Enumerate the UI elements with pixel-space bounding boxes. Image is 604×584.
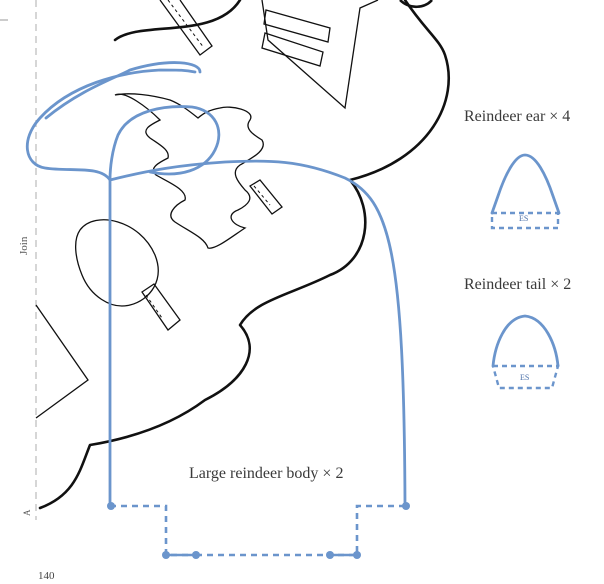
top-tab [159, 0, 213, 56]
ear-es-label: ES [519, 214, 529, 223]
body-piece-label: Large reindeer body × 2 [189, 465, 344, 482]
tree-trunk [249, 179, 283, 215]
ear-piece-es-seam [490, 211, 560, 230]
body-left-leg-seam [110, 504, 196, 557]
round-tree-trunk [141, 283, 181, 331]
wavy-tree [114, 93, 264, 249]
house-door [261, 32, 324, 67]
reindeer-antler-line [108, 105, 221, 182]
top-tab-stitch [167, 0, 205, 49]
seam-dot [402, 502, 410, 510]
edge-mark: A [22, 509, 32, 517]
reindeer-body-outline [25, 68, 407, 507]
ear-piece-label: Reindeer ear × 4 [464, 108, 571, 125]
round-tree-trunk-stitch [145, 294, 163, 319]
round-tree [75, 219, 159, 307]
tail-piece-label: Reindeer tail × 2 [464, 276, 572, 293]
tree-top-scallop [399, 0, 433, 9]
reindeer-top-curve [44, 61, 202, 120]
body-right-leg-seam [330, 504, 405, 557]
tail-piece-outline [491, 314, 560, 368]
page-number: 140 [38, 570, 55, 582]
tree-trunk-stitch [253, 185, 271, 206]
join-label: Join [18, 236, 30, 255]
left-house-edge [35, 304, 89, 419]
tail-es-label: ES [520, 373, 530, 382]
seam-dot [353, 551, 361, 559]
seam-dot [107, 502, 115, 510]
house-outline [261, 0, 379, 110]
seam-dot [162, 551, 170, 559]
seam-dot [192, 551, 200, 559]
tail-piece-es-seam [491, 364, 560, 390]
tree-outline [38, 0, 450, 510]
ear-piece-outline [490, 153, 561, 215]
house-window [263, 9, 331, 43]
seam-dot [326, 551, 334, 559]
